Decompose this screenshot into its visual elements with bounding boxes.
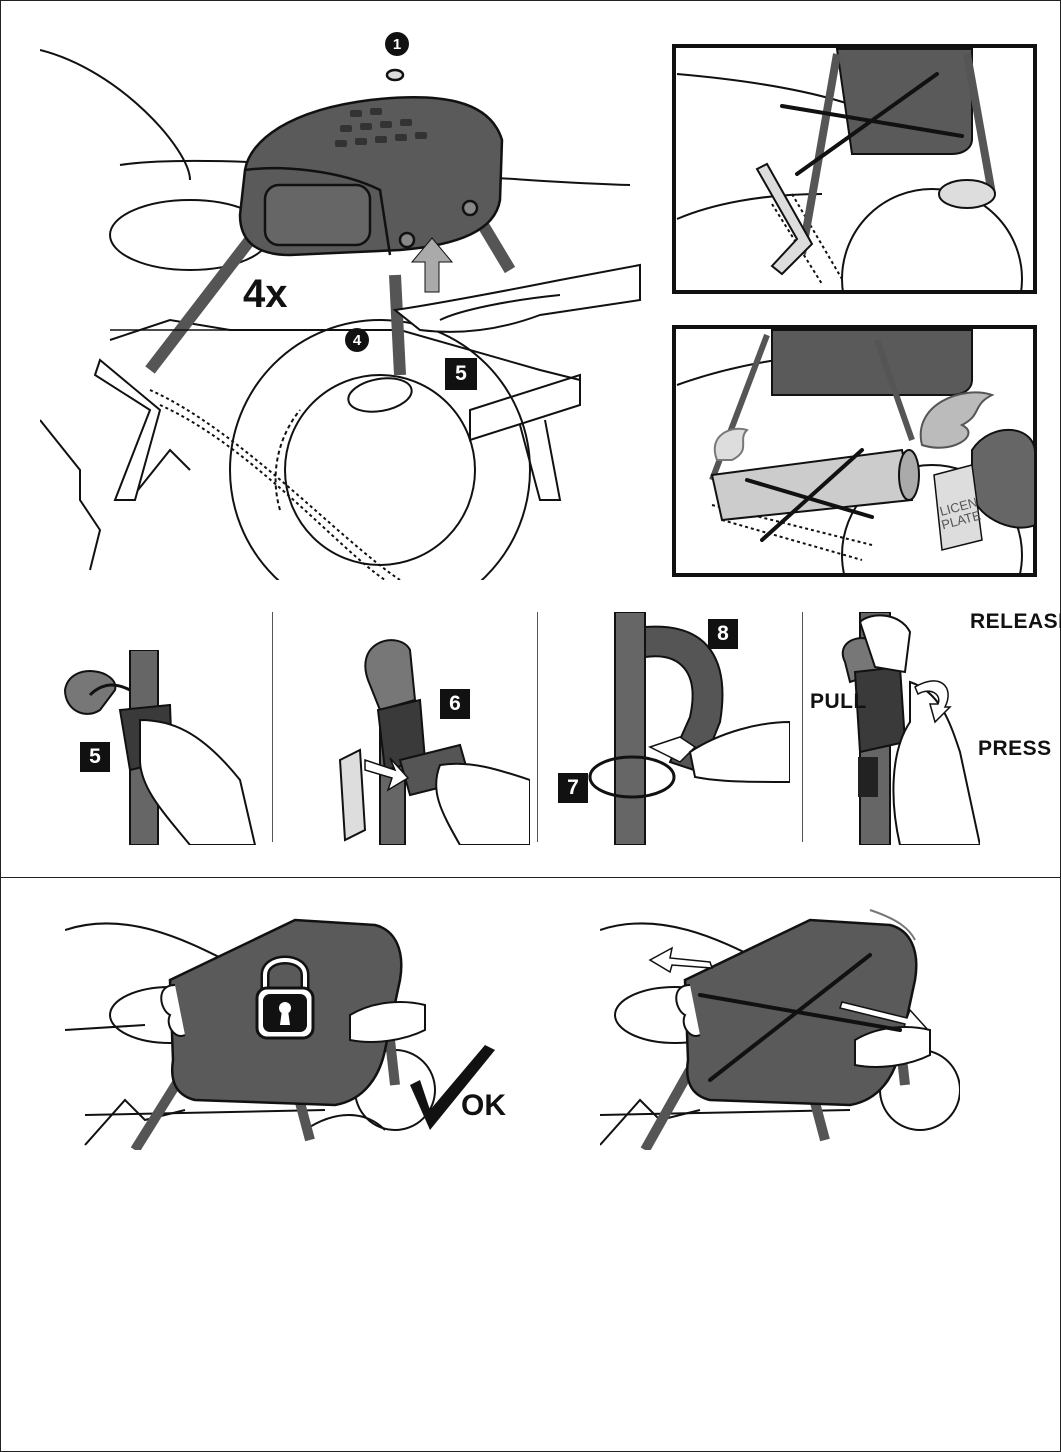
release-label: RELEASE <box>970 610 1061 634</box>
pull-label: PULL <box>810 690 867 714</box>
step-7-badge: 7 <box>558 773 588 803</box>
loose-bag-wrong-illustration <box>600 900 960 1150</box>
divider-1 <box>272 612 273 842</box>
secure-bag-check-illustration <box>65 900 515 1150</box>
callout-1: 1 <box>385 32 409 56</box>
step-6-badge: 6 <box>440 689 470 719</box>
divider-3 <box>802 612 803 842</box>
section-divider-1 <box>0 877 1061 878</box>
buckle-release-illustration <box>830 612 980 845</box>
quantity-label: 4x <box>243 272 288 317</box>
bag-mounting-illustration <box>40 30 650 580</box>
strap-wrap-illustration <box>570 612 790 845</box>
warning-panel-exhaust-heat: LICEN PLATE <box>672 325 1037 577</box>
ok-label: OK <box>461 1089 506 1123</box>
warning-panel-slack-strap <box>672 44 1037 294</box>
callout-4: 4 <box>345 328 369 352</box>
buckle-feed-illustration <box>330 630 530 845</box>
divider-2 <box>537 612 538 842</box>
step-5-badge: 5 <box>445 358 477 390</box>
step-8-badge: 8 <box>708 619 738 649</box>
step-5-badge-buckle: 5 <box>80 742 110 772</box>
press-label: PRESS <box>978 737 1052 761</box>
